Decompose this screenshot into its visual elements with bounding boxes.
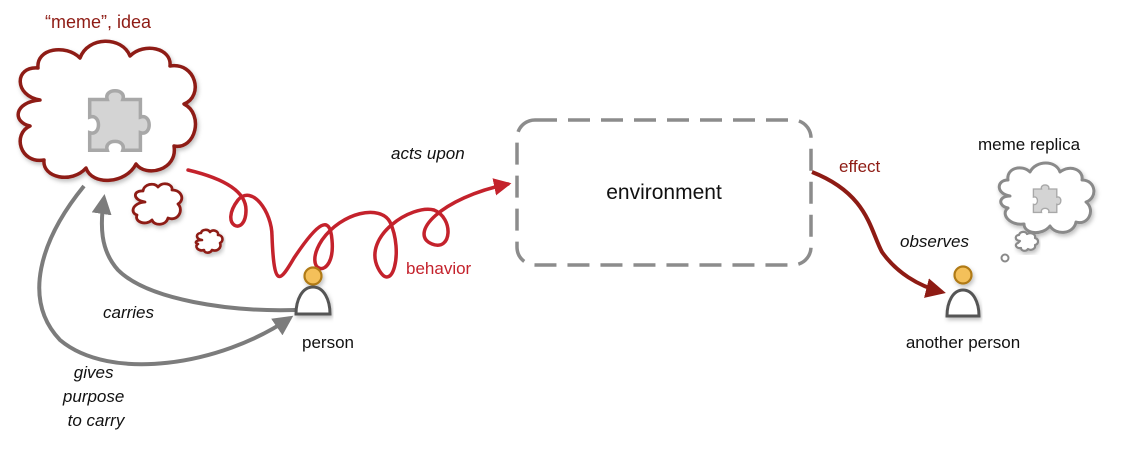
effect-arrow	[811, 170, 946, 298]
effect-label: effect	[839, 157, 881, 176]
person-body	[294, 285, 332, 316]
gives-purpose-line-1: gives	[74, 363, 114, 382]
puzzle-piece-icon	[87, 88, 151, 152]
meme-idea-label: “meme”, idea	[45, 12, 152, 32]
another-person-icon	[945, 265, 981, 318]
behavior-arrow	[186, 168, 512, 279]
another-person-body	[945, 288, 981, 318]
environment-box	[515, 118, 813, 267]
environment-label: environment	[606, 181, 722, 204]
carries-arrow	[91, 194, 297, 313]
gives-purpose-line-2: purpose	[62, 387, 124, 406]
meme-replica-label: meme replica	[978, 135, 1081, 154]
replica-thought-bubble-icon	[1014, 230, 1040, 252]
gives-purpose-arrow	[37, 184, 294, 367]
another-person-head	[953, 265, 973, 285]
carries-label: carries	[103, 303, 155, 322]
thought-bubble-small-icon	[194, 228, 224, 254]
replica-thought-dot	[1000, 253, 1010, 263]
replica-puzzle-piece-icon	[1032, 184, 1062, 214]
acts-upon-label: acts upon	[391, 144, 465, 163]
behavior-label: behavior	[406, 259, 472, 278]
person-head	[303, 266, 323, 286]
person-icon	[294, 266, 332, 316]
observes-label: observes	[900, 232, 969, 251]
gives-purpose-line-3: to carry	[68, 411, 126, 430]
person-label: person	[302, 333, 354, 352]
another-person-label: another person	[906, 333, 1020, 352]
thought-bubble-icon	[131, 182, 184, 226]
gives-purpose-label: gives purpose to carry	[62, 363, 129, 430]
